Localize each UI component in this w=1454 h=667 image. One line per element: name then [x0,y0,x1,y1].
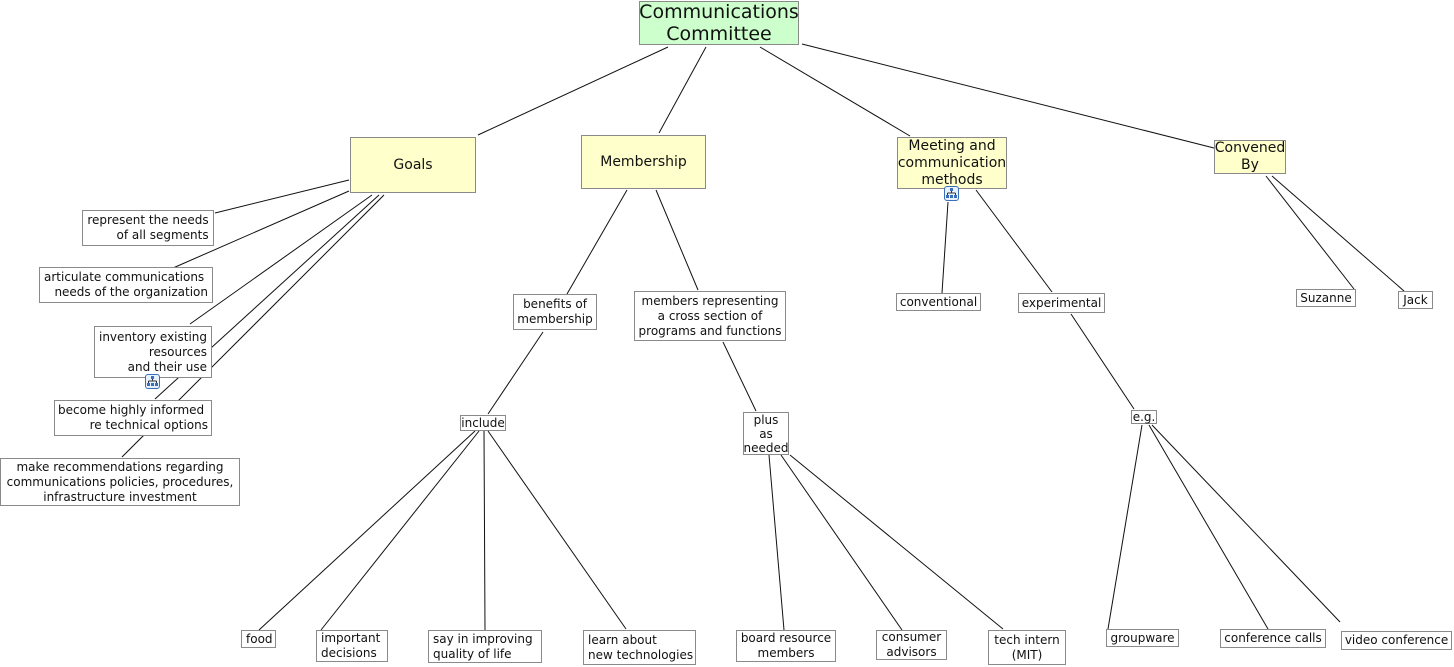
concept-membership[interactable]: Membership [581,135,706,189]
example-video-conference[interactable]: video conference [1341,631,1452,650]
link [780,454,903,631]
link-phrase-include[interactable]: include [460,415,506,431]
member-consumer-advisors[interactable]: consumer advisors [876,630,947,660]
goal-inventory-resources[interactable]: inventory existing resources and their u… [94,326,212,378]
link [1148,424,1269,630]
benefit-food[interactable]: food [241,630,276,648]
goal-articulate-needs[interactable]: articulate communications needs of the o… [39,267,213,303]
root-node-communications-committee[interactable]: Communications Committee [639,1,799,45]
link [477,46,669,136]
example-conference-calls[interactable]: conference calls [1220,629,1326,648]
link [1271,175,1405,292]
benefit-learn-new-technologies[interactable]: learn about new technologies [583,630,696,665]
link [320,430,480,631]
link [975,189,1053,293]
method-conventional[interactable]: conventional [896,293,981,311]
method-experimental[interactable]: experimental [1018,293,1105,313]
link [487,430,627,630]
link [768,454,785,631]
link [189,194,373,325]
link-phrase-plus-as-needed[interactable]: plus as needed [743,412,789,455]
concept-goals[interactable]: Goals [350,137,476,193]
concept-meeting-methods[interactable]: Meeting and communication methods [897,137,1007,189]
link [941,201,949,294]
link [801,43,1215,149]
goal-become-informed[interactable]: become highly informed re technical opti… [54,400,212,436]
link [1151,424,1341,623]
member-tech-intern[interactable]: tech intern (MIT) [988,630,1066,665]
benefit-say-in-quality-of-life[interactable]: say in improving quality of life [428,630,542,663]
link [487,331,544,415]
link [483,430,486,631]
link [566,189,628,295]
link-phrase-eg[interactable]: e.g. [1131,410,1157,424]
link [658,46,707,134]
node-benefits-of-membership[interactable]: benefits of membership [513,294,597,330]
link [722,341,757,412]
member-board-resource-members[interactable]: board resource members [736,630,836,662]
concept-map-link-icon[interactable] [145,374,160,389]
link [759,46,911,137]
link [789,454,1004,630]
link [258,430,476,631]
benefit-important-decisions[interactable]: important decisions [316,630,388,662]
link [1107,424,1143,630]
concept-map-link-icon[interactable] [944,186,959,201]
goal-make-recommendations[interactable]: make recommendations regarding communica… [0,458,240,506]
goal-represent-needs[interactable]: represent the needs of all segments [82,210,214,246]
concept-convened-by[interactable]: Convened By [1214,140,1286,174]
person-jack[interactable]: Jack [1398,291,1433,309]
link [1265,175,1355,290]
person-suzanne[interactable]: Suzanne [1296,289,1356,307]
link [655,189,699,291]
node-members-representing[interactable]: members representing a cross section of … [634,291,786,341]
example-groupware[interactable]: groupware [1106,629,1179,647]
link [1070,313,1135,410]
link [172,190,350,269]
link [214,179,350,214]
